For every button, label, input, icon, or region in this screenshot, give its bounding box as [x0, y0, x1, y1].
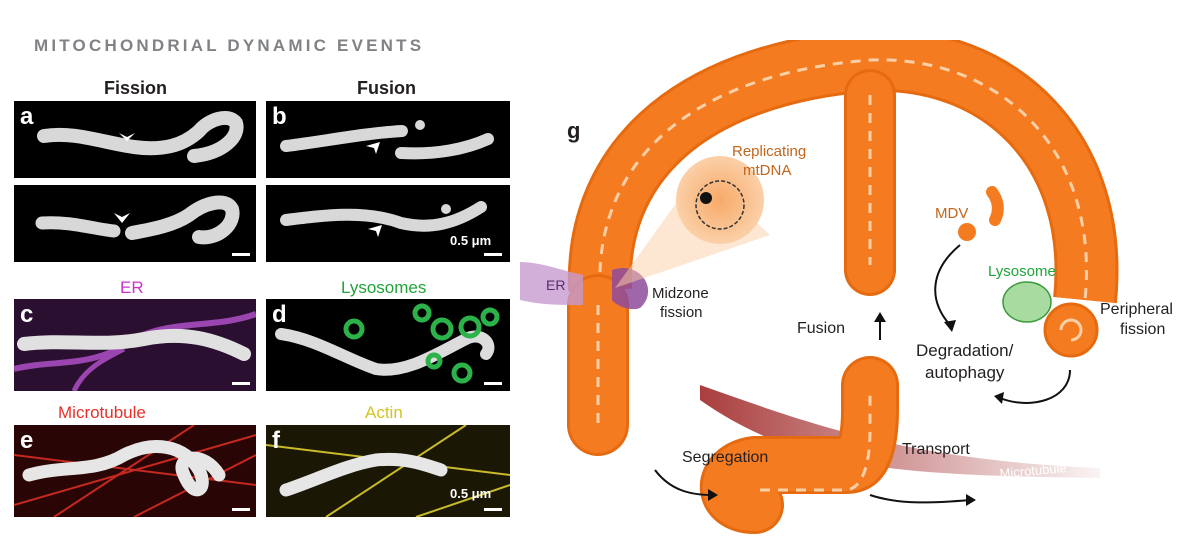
degradation-label: Degradation/	[916, 341, 1014, 360]
er-micrograph	[14, 311, 256, 391]
peripheral-label: Peripheral	[1100, 301, 1173, 318]
panel-letter-e: e	[20, 427, 34, 454]
midzone-fission-label: fission	[660, 304, 703, 321]
scale-bar	[232, 508, 250, 511]
panel-c: c	[14, 299, 256, 391]
lysosome-shape	[1002, 281, 1052, 323]
arrowhead-icon	[368, 225, 382, 237]
panel-e: e	[14, 425, 256, 517]
mtdna-zoom	[676, 156, 764, 244]
microtubule-band	[700, 385, 1100, 478]
panel-f: f 0.5 μm	[266, 425, 510, 517]
panel-letter-f: f	[272, 427, 280, 454]
peripheral-fission-label: fission	[1120, 321, 1165, 338]
panel-a-bottom	[14, 185, 256, 262]
mdv-label: MDV	[935, 205, 968, 222]
actin-micrograph	[266, 425, 510, 517]
panel-letter-d: d	[272, 301, 287, 328]
scale-label: 0.5 μm	[450, 233, 492, 248]
autophagy-label: autophagy	[925, 363, 1005, 382]
scale-label: 0.5 μm	[450, 486, 492, 501]
panel-d: d	[266, 299, 510, 391]
panel-letter-g: g	[567, 118, 580, 143]
microtubule-panel-label: Microtubule	[58, 403, 146, 422]
fusion-micrograph-1	[280, 120, 494, 160]
panel-letter-c: c	[20, 301, 34, 328]
fusion-label: Fusion	[797, 320, 845, 337]
segregation-label: Segregation	[682, 449, 768, 466]
lysosomes-panel-label: Lysosomes	[341, 278, 427, 297]
scale-bar	[484, 253, 502, 256]
er-shape	[520, 262, 583, 305]
actin-panel-label: Actin	[365, 403, 403, 422]
scale-bar	[232, 253, 250, 256]
er-panel-label: ER	[120, 278, 144, 297]
fusion-column-heading: Fusion	[357, 78, 416, 98]
arrowhead-icon	[114, 213, 130, 223]
fission-micrograph-1	[37, 110, 244, 163]
microtubule-diagram-label: Microtubule	[999, 460, 1067, 481]
mdv-vesicle	[958, 223, 976, 241]
scale-bar	[484, 382, 502, 385]
transport-label: Transport	[902, 441, 970, 458]
midzone-label: Midzone	[652, 285, 709, 302]
lysosome-micrograph	[275, 303, 500, 384]
panel-b-top: b	[266, 101, 510, 178]
panel-a-top: a	[14, 101, 256, 178]
replicating-label: Replicating	[732, 143, 806, 160]
er-diagram-label: ER	[546, 277, 565, 293]
panel-b-bottom: 0.5 μm	[266, 185, 510, 262]
fission-column-heading: Fission	[104, 78, 168, 98]
mtdna-label: mtDNA	[743, 162, 791, 179]
fusion-micrograph-2	[280, 201, 487, 237]
microtubule-micrograph	[14, 425, 256, 517]
lysosome-label: Lysosome	[988, 263, 1056, 280]
scale-bar	[232, 382, 250, 385]
fission-micrograph-2	[35, 195, 240, 245]
scale-bar	[484, 508, 502, 511]
arrowhead-icon	[366, 142, 380, 154]
panel-letter-a: a	[20, 103, 34, 130]
section-title: MITOCHONDRIAL DYNAMIC EVENTS	[34, 36, 425, 55]
arrowhead-icon	[119, 133, 135, 141]
panel-letter-b: b	[272, 103, 287, 130]
mitochondria-schematic: g Replicating mtDNA ER Midzone fission M…	[520, 40, 1173, 534]
